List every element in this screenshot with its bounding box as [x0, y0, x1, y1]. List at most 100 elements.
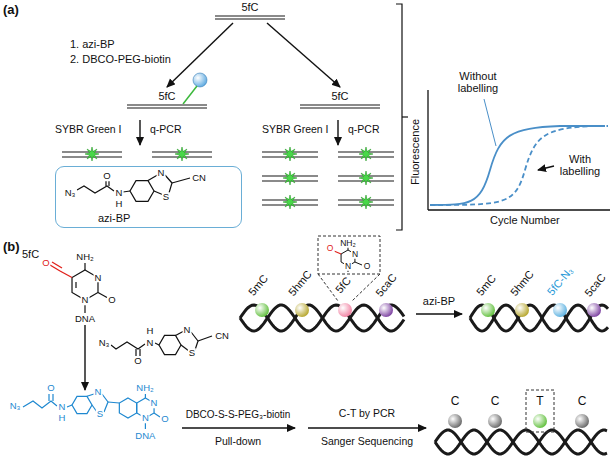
- fluorescence-star: [283, 171, 297, 185]
- annotation: azi-BP: [423, 295, 455, 307]
- benzene-ring: [159, 335, 181, 354]
- bond-line: [155, 343, 159, 345]
- sequence-letter: C: [491, 395, 500, 408]
- atom-label: S: [188, 348, 196, 358]
- atom-label: H: [146, 326, 155, 336]
- fluorescence-star: [359, 147, 373, 161]
- curve-label: Without labelling: [443, 70, 513, 94]
- base-label: 5fC: [333, 275, 353, 296]
- reaction-arrow: [308, 427, 426, 428]
- bond-line: [108, 402, 119, 403]
- annotation: SYBR Green I: [262, 124, 329, 136]
- annotation: C-T by PCR: [339, 408, 395, 420]
- bond-line: [77, 186, 114, 193]
- atom-label: N: [183, 325, 192, 335]
- pyridine-ring: [119, 398, 136, 418]
- bond-line: [154, 413, 160, 417]
- bond-line: [355, 262, 362, 265]
- base-ball: [255, 303, 269, 317]
- dna-helix-strand: [435, 430, 607, 454]
- reaction-arrow: [416, 313, 462, 314]
- atom-label: S: [162, 192, 170, 202]
- atom-label: DNA: [134, 431, 156, 441]
- bond-line: [84, 304, 85, 313]
- sequence-letter: C: [451, 395, 460, 408]
- reaction-arrow: [267, 23, 340, 87]
- atom-label: O: [107, 295, 116, 305]
- curve-without: [430, 126, 605, 205]
- bond-line: [60, 271, 72, 278]
- highlight-box: [526, 390, 554, 432]
- atom-label: NH₂: [339, 239, 357, 248]
- atom-label: O: [41, 258, 50, 268]
- curve-label: With labelling: [554, 153, 606, 177]
- annotation: DBCO-S-S-PEG₃-biotin: [186, 409, 291, 420]
- biotin-bead: [193, 73, 207, 87]
- atom-label: N: [81, 295, 90, 305]
- base-label: 5caC: [373, 271, 399, 298]
- dna-duplex-node: 5fC: [300, 90, 380, 109]
- base-ball: [533, 414, 547, 428]
- atom-label: N: [146, 338, 155, 348]
- atom-label: N: [141, 413, 150, 423]
- base-label: 5fC: [215, 1, 285, 13]
- bracket: [402, 116, 408, 117]
- atom-label: O: [363, 262, 372, 271]
- dna-duplex-node: 5fC: [215, 1, 285, 20]
- atom-label: DNA: [74, 314, 96, 324]
- bond-line: [52, 394, 53, 401]
- atom-label: O: [160, 414, 169, 424]
- linker: [183, 86, 197, 104]
- dna-duplex: [215, 15, 285, 20]
- leader-line: [484, 99, 496, 146]
- atom-label: N₃: [64, 188, 77, 198]
- base-label: 5mC: [474, 272, 498, 298]
- sequence-letter: C: [578, 395, 587, 408]
- base-label: 5fC-N₃: [545, 264, 576, 297]
- bond-line: [84, 263, 85, 270]
- bond-line: [139, 349, 140, 356]
- base-ball: [488, 414, 502, 428]
- panel-letter: (b): [3, 240, 20, 254]
- atom-label: S: [96, 409, 104, 419]
- base-ball: [481, 303, 495, 317]
- atom-label: O: [133, 356, 142, 366]
- annotation: q-PCR: [150, 124, 182, 136]
- bond-line: [105, 180, 106, 186]
- panel-letter: (a): [3, 3, 19, 17]
- base-ball: [295, 303, 309, 317]
- base-ball: [587, 303, 601, 317]
- atom-label: N: [94, 273, 103, 283]
- base-ball: [448, 414, 462, 428]
- bond-line: [165, 175, 172, 193]
- leader-arrow: [538, 166, 554, 170]
- dna-duplex-node: 5fC: [127, 90, 207, 109]
- atom-label: CN: [214, 331, 230, 341]
- reaction-arrow: [84, 325, 85, 390]
- reagent-name: azi-BP: [98, 212, 130, 224]
- reaction-arrow: [167, 23, 233, 87]
- annotation: 2. DBCO-PEG-biotin: [70, 53, 171, 65]
- fluorescence-star: [283, 147, 297, 161]
- bond-line: [135, 349, 136, 356]
- sequence-letter: T: [536, 395, 543, 408]
- dna-duplex: [300, 104, 380, 109]
- bond-line: [145, 422, 146, 429]
- bond-line: [334, 251, 341, 254]
- bond-line: [172, 178, 190, 183]
- atom-label: CN: [191, 173, 207, 183]
- atom-label: O: [46, 383, 55, 393]
- bond-line: [348, 247, 349, 250]
- annotation: Pull-down: [215, 436, 261, 448]
- bond-line: [123, 191, 130, 192]
- atom-label: N: [351, 250, 359, 259]
- base-ball: [379, 303, 393, 317]
- atom-label: N₃: [98, 338, 111, 348]
- base-label: 5hmC: [508, 268, 536, 298]
- fluorescence-star: [175, 147, 189, 161]
- dna-duplex: [127, 104, 207, 109]
- atom-label: NH₂: [135, 383, 154, 393]
- down-arrow: [139, 120, 140, 145]
